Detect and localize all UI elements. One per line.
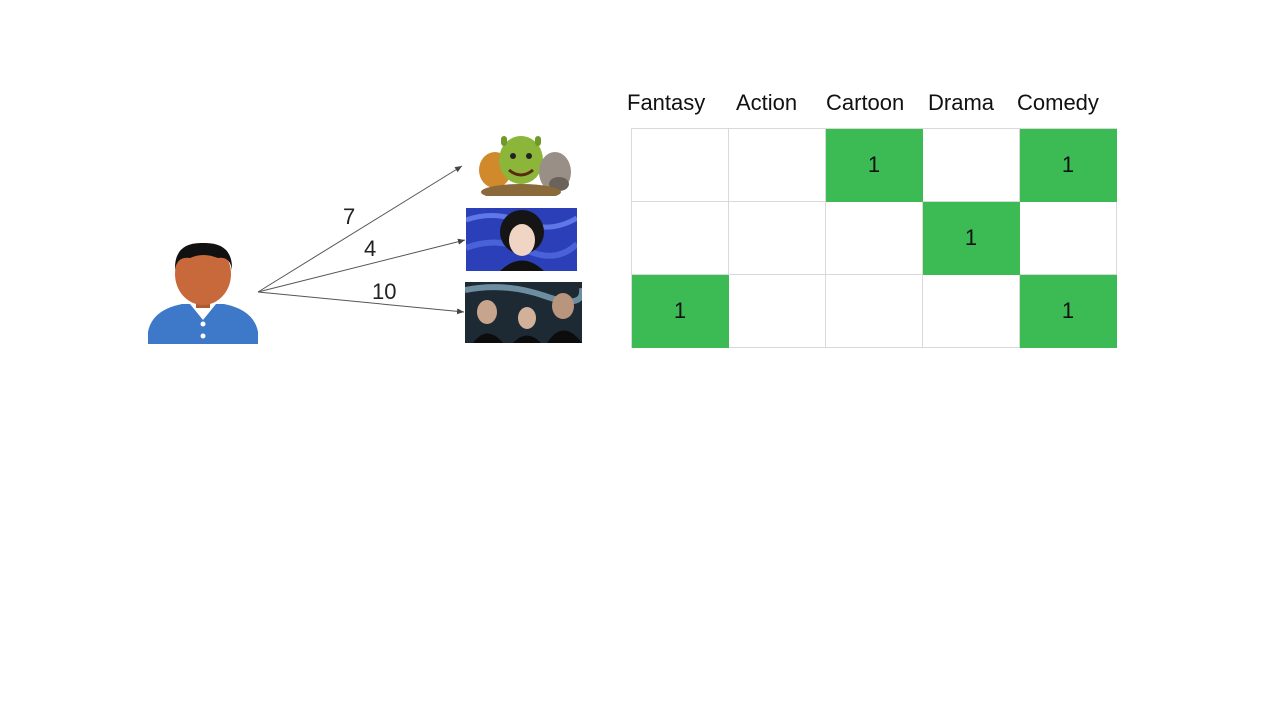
rating-movie-1: 7 [343,204,356,229]
arrow-to-movie-2 [257,238,466,293]
matrix-cell [1020,202,1117,275]
matrix-cell [729,129,826,202]
movie-genre-matrix: 1 1 1 1 1 [631,128,1117,348]
cartoon-ogre-poster [463,130,581,196]
genre-header: Cartoon [826,90,905,115]
fantasy-wizards-poster [465,282,582,343]
matrix-cell: 1 [826,129,923,202]
matrix-cell: 1 [923,202,1020,275]
matrix-cell [923,129,1020,202]
drama-portrait-poster [466,208,577,271]
matrix-cell: 1 [1020,129,1117,202]
matrix-cell [826,202,923,275]
person-icon [146,240,260,344]
matrix-cell [826,275,923,348]
rating-movie-3: 10 [372,279,397,304]
matrix-cell: 1 [1020,275,1117,348]
genre-header: Fantasy [627,90,706,115]
matrix-cell [729,275,826,348]
matrix-cell [923,275,1020,348]
matrix-cell [632,202,729,275]
matrix-cell [729,202,826,275]
genre-header-row: Fantasy Action Cartoon Drama Comedy [620,90,1120,120]
genre-header: Drama [928,90,995,115]
arrow-to-movie-3 [257,291,465,315]
genre-header: Action [736,90,798,115]
matrix-cell: 1 [632,275,729,348]
genre-header: Comedy [1017,90,1099,115]
arrow-to-movie-1 [257,165,463,293]
matrix-cell [632,129,729,202]
rating-movie-2: 4 [364,236,377,261]
